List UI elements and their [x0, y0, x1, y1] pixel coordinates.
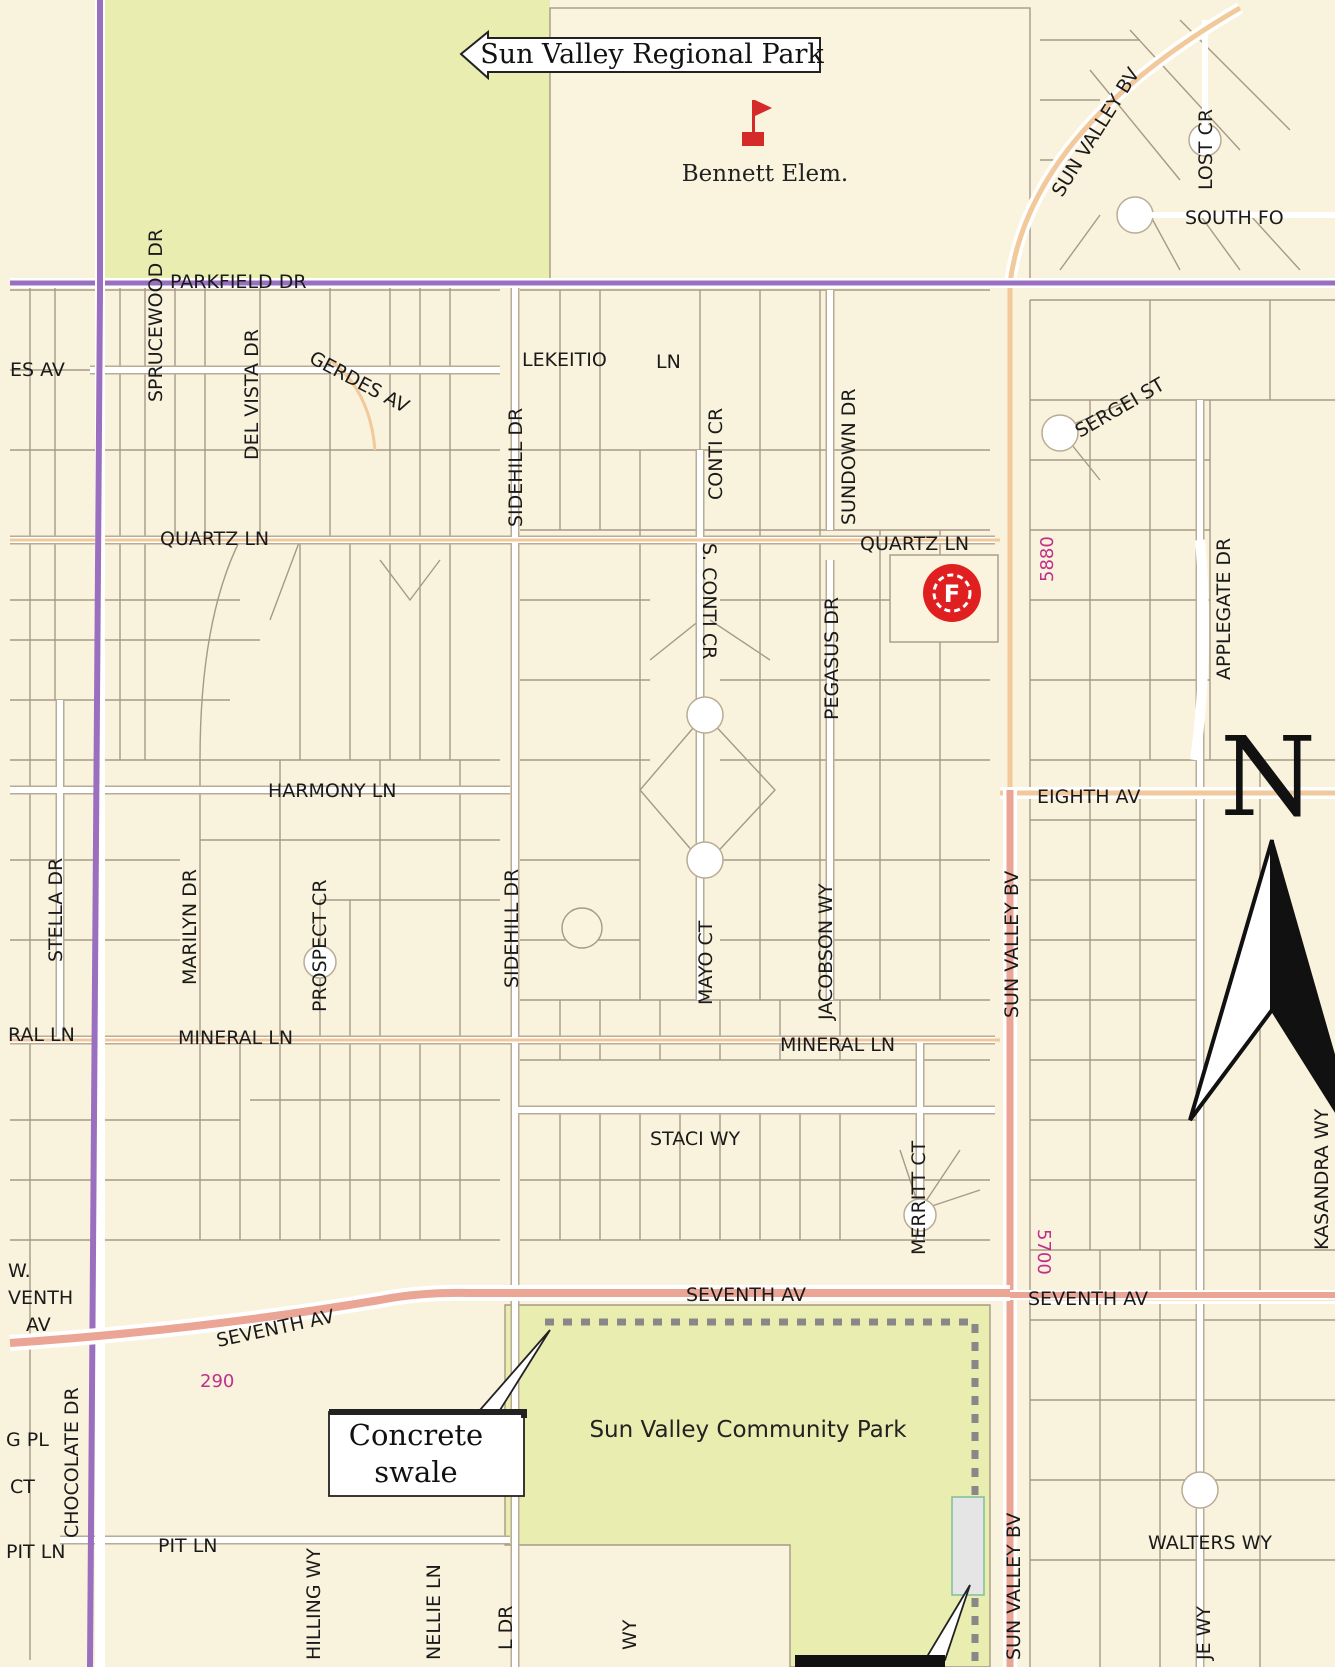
lot-lines [10, 19, 1335, 1667]
street-stella: STELLA DR [45, 858, 67, 962]
cul-de-sac [1041, 414, 1079, 452]
street-l-dr: L DR [495, 1606, 517, 1650]
street-chocolate: CHOCOLATE DR [61, 1387, 83, 1538]
street-seventh-right: SEVENTH AV [1028, 1288, 1148, 1310]
cul-de-sac [561, 907, 603, 949]
street-parkfield: PARKFIELD DR [170, 271, 307, 293]
street-quartz-left: QUARTZ LN [160, 528, 269, 550]
street-sun-valley-mid: SUN VALLEY BV [1001, 871, 1023, 1018]
street-marilyn: MARILYN DR [179, 869, 201, 985]
street-sidehill-mid: SIDEHILL DR [501, 869, 523, 988]
cul-de-sac [903, 1198, 937, 1232]
street-mineral-right: MINERAL LN [780, 1034, 895, 1056]
street-seventh-mid: SEVENTH AV [686, 1284, 806, 1306]
street-mayo: MAYO CT [695, 920, 717, 1005]
street-nellie: NELLIE LN [423, 1564, 445, 1660]
school-flag-icon [742, 100, 772, 146]
address-5700: 5700 [1033, 1229, 1054, 1275]
cul-de-sac [1181, 1471, 1219, 1509]
cul-de-sac [686, 696, 724, 734]
north-arrow-icon: N [1188, 713, 1335, 1122]
street-pegasus: PEGASUS DR [821, 597, 843, 720]
street-lekeitio: LEKEITIO [522, 349, 607, 371]
callout-line-2: swale [374, 1455, 457, 1489]
arterial-roads [9, 0, 1335, 1667]
street-merritt: MERRITT CT [908, 1140, 930, 1255]
street-sun-valley-bottom: SUN VALLEY BV [1003, 1513, 1025, 1660]
street-walters: WALTERS WY [1148, 1532, 1272, 1554]
street-sidehill-top: SIDEHILL DR [505, 408, 527, 527]
street-del-vista: DEL VISTA DR [241, 329, 263, 460]
street-prospect: PROSPECT CR [309, 879, 331, 1012]
regional-park-arrow: Sun Valley Regional Park [459, 29, 824, 81]
street-sprucewood: SPRUCEWOOD DR [145, 229, 167, 402]
street-sundown: SUNDOWN DR [838, 388, 860, 525]
street-jacobson: JACOBSON WY [815, 883, 837, 1021]
street-seventh-left-av: AV [26, 1314, 51, 1336]
callout-line-1: Concrete [349, 1418, 483, 1452]
community-park-label: Sun Valley Community Park [589, 1417, 907, 1443]
street-applegate: APPLEGATE DR [1213, 538, 1235, 680]
concrete-swale-path [545, 1318, 979, 1500]
street-conti-cr: CONTI CR [705, 408, 727, 500]
street-seventh-left-venth: VENTH [8, 1287, 73, 1309]
street-mineral-left-edge: RAL LN [8, 1024, 75, 1046]
street-pit-left: PIT LN [6, 1541, 66, 1563]
regional-park-label: Sun Valley Regional Park [480, 39, 824, 70]
school-label: Bennett Elem. [682, 161, 848, 187]
fire-station-icon: F [923, 564, 981, 622]
street-south-fo: SOUTH FO [1185, 207, 1284, 229]
cul-de-sac [686, 841, 724, 879]
street-g-pl: G PL [6, 1429, 49, 1451]
street-seventh-left-w: W. [8, 1260, 31, 1282]
street-harmony: HARMONY LN [268, 780, 397, 802]
street-wy-bottom: WY [619, 1619, 641, 1650]
address-5880: 5880 [1037, 536, 1058, 582]
street-lost-cr: LOST CR [1195, 109, 1217, 190]
svg-text:F: F [944, 580, 960, 608]
street-staci: STACI WY [650, 1128, 741, 1150]
street-hilling: HILLING WY [303, 1548, 325, 1660]
street-gerdes-left: ES AV [10, 359, 65, 381]
street-mineral-left: MINERAL LN [178, 1027, 293, 1049]
street-s-conti: S. CONTI CR [698, 543, 720, 659]
street-kasandra: KASANDRA WY [1311, 1108, 1333, 1250]
street-quartz-right: QUARTZ LN [860, 533, 969, 555]
street-je-wy: JE WY [1193, 1606, 1215, 1661]
street-ct-left: CT [10, 1476, 35, 1498]
street-eighth: EIGHTH AV [1037, 786, 1140, 808]
park-structure [951, 1496, 985, 1596]
street-lekeitio-ln: LN [656, 351, 681, 373]
community-park-area [504, 1304, 991, 1667]
street-pit: PIT LN [158, 1535, 218, 1557]
svg-text:N: N [1220, 713, 1316, 841]
address-290: 290 [200, 1371, 234, 1392]
cul-de-sac [303, 945, 337, 979]
swale-callout: Concrete swale [328, 1329, 971, 1667]
